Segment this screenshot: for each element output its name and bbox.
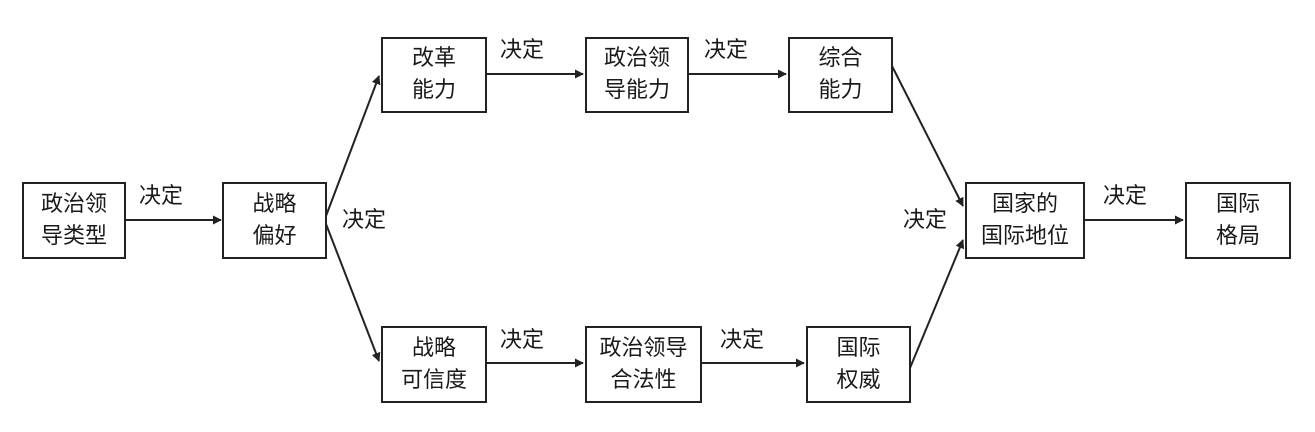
node-strategic-preference: 战略 偏好 [222,182,327,259]
edge-label-credibility-to-legitimacy: 决定 [500,328,545,353]
node-strategic-preference-line-2: 偏好 [252,223,297,249]
node-reform-capacity: 改革 能力 [381,37,487,113]
node-international-status-line-1: 国家的 [991,191,1058,217]
edge-label-preference-branch: 决定 [342,208,387,233]
edge-label-reform-to-leadership: 决定 [500,38,545,63]
edge-label-status-to-pattern: 决定 [1103,184,1148,209]
node-comprehensive-capacity-line-2: 能力 [818,78,863,103]
node-reform-capacity-line-1: 改革 [411,46,456,71]
node-international-authority: 国际 权威 [806,326,911,403]
edge-comprehensive-to-status [891,65,964,207]
edge-preference-to-credibility [325,223,381,362]
node-comprehensive-capacity: 综合 能力 [788,37,893,113]
node-political-legitimacy: 政治领导 合法性 [585,326,702,403]
node-international-pattern-line-2: 格局 [1215,223,1260,249]
edge-label-into-status: 决定 [903,208,948,233]
node-comprehensive-capacity-line-1: 综合 [818,46,863,71]
edge-label-legitimacy-to-authority: 决定 [720,328,765,353]
node-leadership-type: 政治领 导类型 [22,182,126,259]
node-international-status: 国家的 国际地位 [965,182,1085,259]
node-political-legitimacy-line-1: 政治领导 [599,335,688,361]
node-political-legitimacy-line-2: 合法性 [610,367,677,393]
edge-label-leadership-to-comprehensive: 决定 [704,38,749,63]
edge-authority-to-status [909,239,965,369]
node-strategic-credibility-line-1: 战略 [411,335,456,361]
node-political-leadership-capacity: 政治领 导能力 [585,37,689,113]
node-political-leadership-capacity-line-1: 政治领 [603,46,670,71]
node-leadership-type-line-1: 政治领 [40,191,107,217]
node-strategic-credibility: 战略 可信度 [381,326,487,403]
edge-preference-to-reform [325,75,381,217]
node-reform-capacity-line-2: 能力 [411,78,456,103]
node-strategic-credibility-line-2: 可信度 [400,367,467,393]
node-international-status-line-2: 国际地位 [980,223,1069,249]
node-international-authority-line-2: 权威 [836,367,881,393]
node-leadership-type-line-2: 导类型 [40,223,107,249]
node-strategic-preference-line-1: 战略 [252,191,297,217]
node-international-authority-line-1: 国际 [836,335,881,361]
edge-label-type-to-preference: 决定 [139,184,184,209]
node-political-leadership-capacity-line-2: 导能力 [603,78,670,103]
node-international-pattern: 国际 格局 [1185,182,1291,259]
node-international-pattern-line-1: 国际 [1215,191,1260,217]
